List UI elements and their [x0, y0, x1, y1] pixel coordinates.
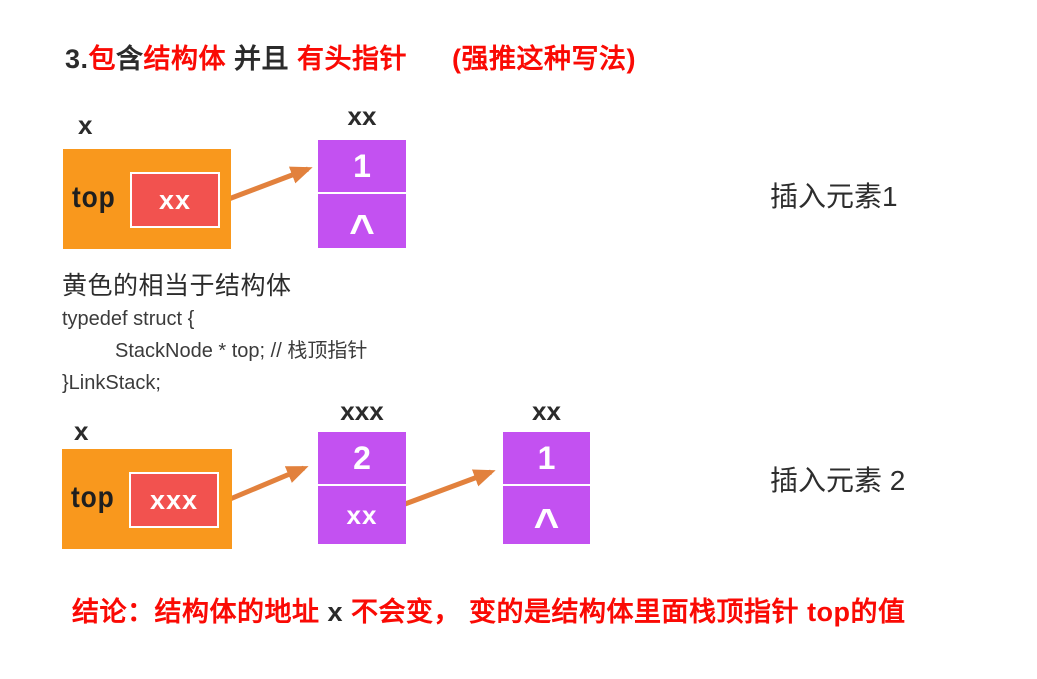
node-data-cell: 2 [353, 439, 371, 476]
conclusion-segment: 不会变， 变的是结构体里面栈顶指针 [343, 597, 808, 627]
null-caret: ^ [533, 500, 560, 544]
title-segment: 含 [116, 44, 144, 74]
struct-address-label: x [78, 110, 93, 140]
arrow-top-to-node-1 [225, 166, 313, 203]
struct-box: top xx [63, 149, 231, 249]
code-line: typedef struct { [62, 308, 195, 330]
title-segment: 有头指针 [297, 44, 408, 74]
top-pointer-label: top [71, 481, 115, 514]
caption-insert-2: 插入元素 2 [770, 465, 906, 496]
node-next-cell: ^ [318, 192, 406, 248]
struct-box: top xxx [62, 449, 232, 549]
title-segment: 3. [65, 44, 89, 74]
note-heading: 黄色的相当于结构体 [62, 272, 292, 300]
title-segment: (强推这种写法) [452, 44, 637, 74]
stack-node-label: xx [347, 101, 377, 131]
code-line: }LinkStack; [62, 372, 161, 394]
code-block: typedef struct { StackNode * top; // 栈顶指… [62, 303, 367, 399]
null-caret: ^ [349, 206, 375, 248]
caption-insert-1: 插入元素1 [770, 181, 898, 212]
conclusion-segment: top的值 [807, 597, 906, 627]
node-next-cell: xx [318, 484, 406, 544]
node-data-cell: 1 [353, 147, 371, 184]
conclusion-segment: 结论：结构体的地址 [72, 597, 328, 627]
page-title: 3.包含结构体 并且 有头指针 (强推这种写法) [65, 44, 636, 75]
conclusion-text: 结论：结构体的地址 x 不会变， 变的是结构体里面栈顶指针 top的值 [72, 590, 906, 629]
top-pointer-value-box: xxx [129, 472, 219, 528]
title-segment: 结构体 [143, 44, 227, 74]
arrow-node-to-node [404, 469, 496, 507]
stack-node-label: xx [532, 396, 561, 426]
top-pointer-value-box: xx [130, 172, 220, 228]
struct-address-label: x [74, 416, 89, 446]
title-segment: 包 [88, 44, 117, 74]
node-data-cell: 1 [537, 439, 556, 476]
code-line: StackNode * top; // 栈顶指针 [115, 340, 368, 362]
node-next-cell: ^ [503, 484, 590, 544]
stack-node: 1 ^ [318, 140, 406, 248]
conclusion-segment: x [327, 597, 344, 627]
stack-node-label: xxx [340, 396, 384, 426]
stack-node: 2 xx [318, 432, 406, 544]
title-segment: 并且 [226, 44, 298, 74]
top-pointer-label: top [72, 181, 116, 214]
stack-node: 1 ^ [503, 432, 590, 544]
arrow-top-to-node-2 [222, 465, 309, 505]
